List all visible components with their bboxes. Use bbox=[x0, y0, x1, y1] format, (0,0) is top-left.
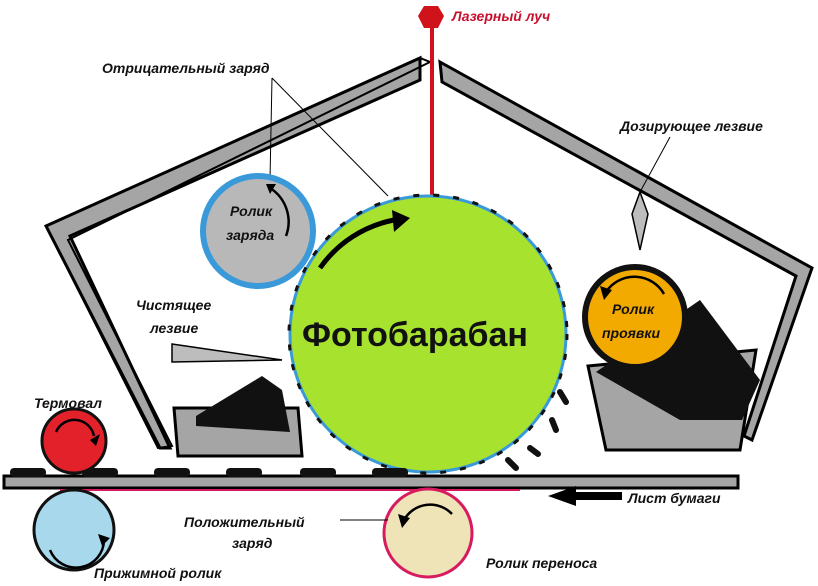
cleaning-blade-icon bbox=[171, 343, 283, 363]
paper-label: Лист бумаги bbox=[627, 490, 721, 506]
charge-roller-arrowhead-icon bbox=[266, 184, 276, 194]
paper-toner-mark bbox=[226, 468, 262, 477]
developer-roller-label-2: проявки bbox=[602, 325, 660, 341]
transfer-roller-arrowhead-icon bbox=[398, 514, 410, 528]
laser-label: Лазерный луч bbox=[451, 8, 550, 24]
paper-toner-mark bbox=[372, 468, 408, 477]
paper-toner bbox=[10, 468, 408, 477]
positive-charge-label-2: заряд bbox=[232, 535, 273, 551]
developer-roller bbox=[582, 264, 688, 370]
doctor-blade-leader bbox=[639, 136, 671, 193]
transfer-roller-arrow-icon bbox=[402, 503, 453, 521]
paper-direction-arrow-icon bbox=[548, 486, 622, 506]
photodrum-label: Фотобарабан bbox=[302, 316, 528, 354]
fuser-label: Термовал bbox=[34, 395, 102, 411]
transfer-roller bbox=[382, 487, 474, 579]
toner bbox=[596, 300, 760, 420]
cleaning-blade-label-2: лезвие bbox=[149, 320, 198, 336]
charge-roller-label-2: заряда bbox=[226, 227, 274, 243]
photodrum-arrowhead-icon bbox=[392, 210, 410, 232]
drum-toner-deposits bbox=[505, 389, 569, 471]
negative-charge-leader-2 bbox=[271, 77, 389, 197]
housing-right bbox=[438, 59, 814, 443]
positive-charge-label-1: Положительный bbox=[184, 514, 305, 530]
negative-charge-leader-1 bbox=[269, 77, 273, 181]
photodrum-arrow-icon bbox=[317, 217, 395, 270]
fuser-arrowhead-icon bbox=[90, 434, 100, 446]
housing-left-outline bbox=[44, 56, 433, 450]
paper-toner-mark bbox=[154, 468, 190, 477]
developer-roller-arrowhead-icon bbox=[600, 286, 612, 300]
fuser-arrow-icon bbox=[54, 418, 96, 437]
cleaning-blade-label-1: Чистящее bbox=[136, 297, 211, 313]
paper-toner-mark bbox=[10, 468, 46, 477]
developer-roller-label-1: Ролик bbox=[612, 301, 655, 317]
paper-toner-mark bbox=[82, 468, 118, 477]
transfer-roller-label: Ролик переноса bbox=[486, 555, 597, 571]
doctor-blade-label: Дозирующее лезвие bbox=[619, 118, 763, 134]
charge-roller-arrow-icon bbox=[269, 186, 290, 237]
pressure-roller-label: Прижимной ролик bbox=[94, 565, 222, 581]
waste-toner bbox=[196, 376, 290, 432]
pressure-roller-arrowhead-icon bbox=[98, 534, 110, 546]
paper-sheet bbox=[2, 474, 740, 490]
negative-charge-label: Отрицательный заряд bbox=[102, 60, 270, 76]
photodrum-dash-ring bbox=[287, 193, 569, 475]
fuser-roller bbox=[40, 407, 108, 475]
paper-toner-mark bbox=[300, 468, 336, 477]
developer-roller-arrow-icon bbox=[604, 275, 666, 295]
pressure-roller-arrow-icon bbox=[48, 539, 106, 569]
charge-roller-label-1: Ролик bbox=[230, 203, 273, 219]
doctor-blade-icon bbox=[631, 189, 649, 251]
pressure-roller bbox=[32, 488, 116, 572]
laser-source-icon bbox=[418, 6, 444, 28]
